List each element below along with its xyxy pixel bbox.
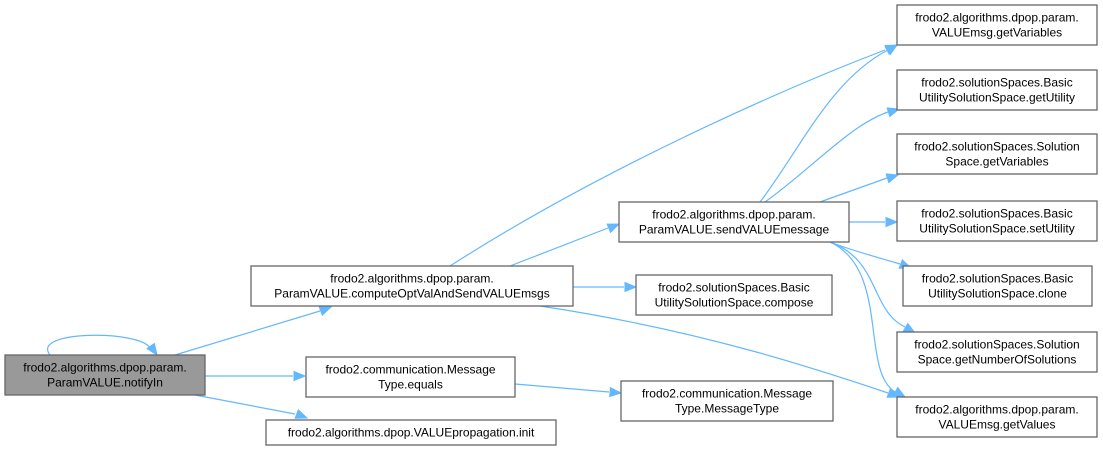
edge-line: [509, 227, 609, 267]
edge-line: [514, 383, 610, 393]
node-getVariablesSpace[interactable]: frodo2.solutionSpaces.SolutionSpace.getV…: [896, 133, 1098, 175]
arrowhead-icon: [609, 386, 623, 398]
node-sendValue[interactable]: frodo2.algorithms.dpop.param.ParamVALUE.…: [618, 201, 850, 243]
node-label-line: frodo2.communication.Message: [325, 363, 495, 377]
node-box: [896, 396, 1098, 438]
node-box: [896, 4, 1098, 46]
node-getVariablesMsg[interactable]: frodo2.algorithms.dpop.param.VALUEmsg.ge…: [896, 4, 1098, 46]
node-box: [620, 380, 834, 422]
edge-line: [829, 241, 906, 328]
node-label-line: frodo2.solutionSpaces.Basic: [922, 272, 1073, 286]
node-valueInit[interactable]: frodo2.algorithms.dpop.VALUEpropagation.…: [265, 419, 557, 446]
edge-notifyIn-to-computeOpt: [174, 306, 333, 356]
node-computeOpt[interactable]: frodo2.algorithms.dpop.param.ParamVALUE.…: [250, 265, 574, 307]
arrowhead-icon: [884, 44, 899, 56]
node-box: [896, 133, 1098, 175]
node-label-line: frodo2.solutionSpaces.Solution: [914, 338, 1079, 352]
node-label-line: frodo2.solutionSpaces.Basic: [921, 207, 1072, 221]
edge-sendValue-to-getVariablesSpace: [819, 173, 900, 203]
node-label-line: ParamVALUE.sendVALUEmessage: [639, 223, 830, 237]
node-box: [902, 265, 1093, 307]
node-box: [635, 274, 833, 316]
node-msgTypeEquals[interactable]: frodo2.communication.MessageType.equals: [305, 356, 516, 398]
arrowhead-icon: [293, 370, 307, 382]
node-label-line: Type.equals: [378, 378, 443, 392]
node-box: [265, 419, 557, 446]
arrowhead-icon: [294, 408, 309, 419]
node-box: [896, 69, 1098, 111]
nodes-layer: frodo2.algorithms.dpop.param.ParamVALUE.…: [4, 4, 1098, 446]
node-label-line: frodo2.algorithms.dpop.param.: [330, 272, 493, 286]
edge-line: [819, 177, 888, 203]
node-label-line: frodo2.communication.Message: [642, 387, 812, 401]
node-label-line: frodo2.solutionSpaces.Basic: [658, 281, 809, 295]
node-getNumSolutions[interactable]: frodo2.solutionSpaces.SolutionSpace.getN…: [896, 331, 1098, 373]
edge-line: [759, 49, 889, 203]
node-label-line: frodo2.algorithms.dpop.param.: [652, 208, 815, 222]
node-label-line: frodo2.solutionSpaces.Solution: [914, 140, 1079, 154]
arrowhead-icon: [146, 342, 158, 357]
edges-layer: [46, 44, 917, 419]
edge-line: [194, 394, 296, 415]
node-label-line: Space.getNumberOfSolutions: [918, 353, 1077, 367]
edge-sendValue-to-getUtility: [764, 107, 901, 203]
node-label-line: ParamVALUE.computeOptValAndSendVALUEmsgs: [274, 287, 549, 301]
node-label-line: VALUEmsg.getVariables: [932, 26, 1062, 40]
edge-notifyIn-to-valueInit: [194, 394, 309, 419]
edge-sendValue-to-getVariablesMsg: [759, 44, 899, 203]
node-box: [4, 354, 206, 396]
arrowhead-icon: [606, 223, 621, 234]
node-label-line: UtilitySolutionSpace.getUtility: [919, 91, 1075, 105]
node-label-line: ParamVALUE.notifyIn: [47, 376, 163, 390]
edge-line: [449, 49, 886, 267]
node-label-line: frodo2.algorithms.dpop.param.: [915, 11, 1078, 25]
node-setUtility[interactable]: frodo2.solutionSpaces.BasicUtilitySoluti…: [896, 200, 1098, 242]
node-box: [896, 200, 1098, 242]
node-notifyIn: frodo2.algorithms.dpop.param.ParamVALUE.…: [4, 354, 206, 396]
node-label-line: Space.getVariables: [945, 155, 1048, 169]
edge-notifyIn-to-msgTypeEquals: [205, 370, 307, 382]
edge-msgTypeEquals-to-msgTypeCtor: [514, 383, 623, 398]
arrowhead-icon: [318, 306, 333, 317]
edge-line: [764, 111, 889, 203]
node-compose[interactable]: frodo2.solutionSpaces.BasicUtilitySoluti…: [635, 274, 833, 316]
node-box: [250, 265, 574, 307]
edge-line: [829, 241, 896, 393]
node-label-line: VALUEmsg.getValues: [939, 418, 1056, 432]
edge-line: [539, 305, 889, 394]
node-label-line: UtilitySolutionSpace.clone: [928, 287, 1067, 301]
node-label-line: frodo2.algorithms.dpop.param.: [915, 403, 1078, 417]
node-label-line: UtilitySolutionSpace.compose: [655, 296, 814, 310]
arrowhead-icon: [885, 173, 900, 184]
node-label-line: frodo2.algorithms.dpop.VALUEpropagation.…: [288, 426, 535, 440]
edge-notifyIn-to-notifyIn: [46, 334, 158, 357]
node-label-line: frodo2.algorithms.dpop.param.: [23, 361, 186, 375]
node-getValues[interactable]: frodo2.algorithms.dpop.param.VALUEmsg.ge…: [896, 396, 1098, 438]
node-clone[interactable]: frodo2.solutionSpaces.BasicUtilitySoluti…: [902, 265, 1093, 307]
edge-computeOpt-to-sendValue: [509, 223, 621, 267]
node-box: [618, 201, 850, 243]
node-label-line: Type.MessageType: [675, 402, 779, 416]
edge-line: [174, 310, 321, 356]
node-label-line: UtilitySolutionSpace.setUtility: [919, 222, 1074, 236]
arrowhead-icon: [886, 107, 901, 118]
edge-line: [829, 241, 901, 265]
node-getUtility[interactable]: frodo2.solutionSpaces.BasicUtilitySoluti…: [896, 69, 1098, 111]
edge-line: [46, 334, 151, 356]
node-box: [896, 331, 1098, 373]
node-label-line: frodo2.solutionSpaces.Basic: [921, 76, 1072, 90]
edge-sendValue-to-setUtility: [849, 216, 899, 228]
arrowhead-icon: [892, 386, 907, 398]
node-msgTypeCtor[interactable]: frodo2.communication.MessageType.Message…: [620, 380, 834, 422]
arrowhead-icon: [885, 216, 899, 228]
arrowhead-icon: [624, 281, 638, 293]
edge-sendValue-to-getValues: [829, 241, 907, 398]
node-box: [305, 356, 516, 398]
edge-sendValue-to-clone: [829, 241, 913, 269]
edge-computeOpt-to-compose: [573, 281, 638, 293]
